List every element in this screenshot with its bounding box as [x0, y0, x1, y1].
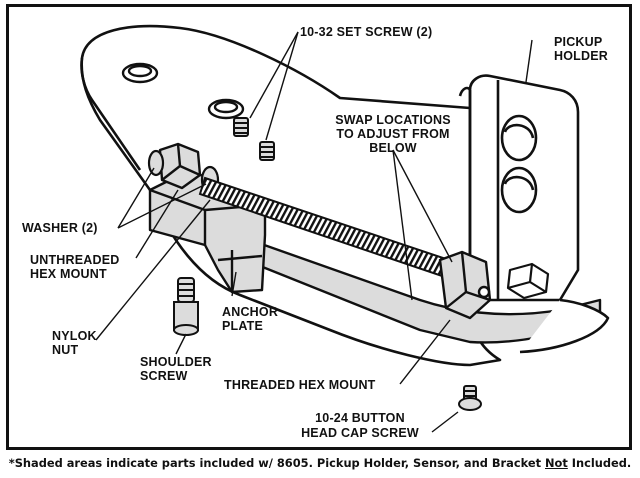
shoulder-screw-label-line2: SCREW: [140, 369, 188, 383]
leader-lines: [95, 31, 533, 433]
label-anchor-plate: ANCHOR PLATE: [222, 305, 278, 333]
label-shoulder-screw: SHOULDER SCREW: [140, 355, 212, 383]
label-washer: WASHER (2): [22, 221, 98, 235]
unthreaded-hex-mount-label-line1: UNTHREADED: [30, 253, 120, 267]
assembly-diagram: 10-32 SET SCREW (2) PICKUP HOLDER SWAP L…: [22, 24, 610, 440]
threaded-hex-mount-label: THREADED HEX MOUNT: [224, 378, 376, 392]
nylok-nut-label-line1: NYLOK: [52, 329, 97, 343]
shoulder-screw-label-line1: SHOULDER: [140, 355, 212, 369]
set-screw-label: 10-32 SET SCREW (2): [300, 25, 432, 39]
label-unthreaded-hex-mount: UNTHREADED HEX MOUNT: [30, 253, 120, 281]
caption-underlined: Not: [545, 456, 568, 470]
caption-text-before: *Shaded areas indicate parts included w/…: [8, 456, 545, 470]
label-nylok-nut: NYLOK NUT: [52, 329, 97, 357]
label-swap-locations: SWAP LOCATIONS TO ADJUST FROM BELOW: [335, 113, 451, 155]
hex-bolt: [506, 262, 550, 300]
button-head-cap-screw-label-line2: HEAD CAP SCREW: [301, 426, 419, 440]
swap-locations-label-line3: BELOW: [369, 141, 417, 155]
washer-label: WASHER (2): [22, 221, 98, 235]
unthreaded-hex-mount: [158, 142, 202, 190]
caption-text-after: Included.: [567, 456, 632, 470]
label-pickup-holder: PICKUP HOLDER: [554, 35, 608, 63]
shoulder-screw: [173, 277, 199, 336]
set-screws: [233, 117, 275, 161]
anchor-plate-label-line1: ANCHOR: [222, 305, 278, 319]
footnote-caption: *Shaded areas indicate parts included w/…: [0, 456, 640, 470]
label-button-head-cap-screw: 10-24 BUTTON HEAD CAP SCREW: [301, 411, 419, 440]
anchor-plate-label-line2: PLATE: [222, 319, 263, 333]
button-head-cap-screw: [458, 385, 482, 411]
unthreaded-hex-mount-label-line2: HEX MOUNT: [30, 267, 107, 281]
swap-locations-label-line2: TO ADJUST FROM: [336, 127, 449, 141]
button-head-cap-screw-label-line1: 10-24 BUTTON: [315, 411, 405, 425]
pickup-holder-label-line1: PICKUP: [554, 35, 602, 49]
pickup-holder: [458, 74, 610, 354]
base-plate-holes: [121, 62, 245, 120]
label-set-screw: 10-32 SET SCREW (2): [300, 25, 432, 39]
label-threaded-hex-mount: THREADED HEX MOUNT: [224, 378, 376, 392]
nylok-nut-label-line2: NUT: [52, 343, 78, 357]
pickup-holder-label-line2: HOLDER: [554, 49, 608, 63]
swap-locations-label-line1: SWAP LOCATIONS: [335, 113, 451, 127]
threaded-hex-mount: [438, 250, 492, 320]
